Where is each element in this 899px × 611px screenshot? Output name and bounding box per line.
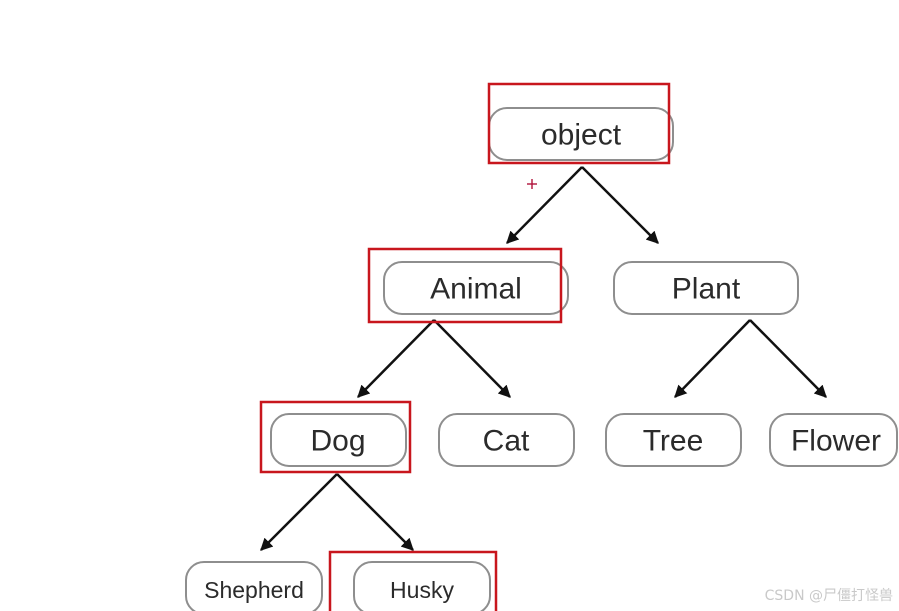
node-animal-label: Animal — [430, 273, 522, 306]
node-shepherd-box — [185, 561, 323, 611]
node-object-label: object — [541, 119, 622, 152]
node-animal-box — [383, 261, 569, 315]
highlight-animal — [367, 247, 563, 324]
node-flower: Flower — [769, 413, 898, 467]
node-cat-box — [438, 413, 575, 467]
edge-object-animal — [506, 166, 583, 244]
node-tree: Tree — [605, 413, 742, 467]
edge-plant-flower — [749, 319, 827, 398]
edge-dog-shepherd — [260, 473, 338, 551]
node-husky-box — [353, 561, 491, 611]
node-dog: Dog — [270, 413, 407, 467]
node-husky: Husky — [353, 561, 491, 611]
highlight-dog — [259, 400, 412, 474]
node-tree-label: Tree — [643, 425, 704, 458]
watermark: CSDN @尸僵打怪兽 — [764, 588, 893, 604]
node-husky-label: Husky — [390, 577, 454, 603]
node-cat: Cat — [438, 413, 575, 467]
edge-animal-cat — [433, 319, 511, 398]
node-plant: Plant — [613, 261, 799, 315]
node-object: object — [488, 107, 674, 161]
highlight-boxes — [259, 82, 671, 611]
edge-object-plant — [581, 166, 659, 244]
node-dog-label: Dog — [310, 425, 365, 458]
node-cat-label: Cat — [483, 425, 530, 458]
highlight-object — [487, 82, 671, 165]
edges — [260, 166, 827, 551]
node-tree-box — [605, 413, 742, 467]
node-flower-box — [769, 413, 898, 467]
node-dog-box — [270, 413, 407, 467]
crosshair-cursor-icon — [527, 179, 537, 189]
node-animal: Animal — [383, 261, 569, 315]
node-flower-label: Flower — [791, 425, 881, 458]
edge-dog-husky — [336, 473, 414, 551]
node-shepherd: Shepherd — [185, 561, 323, 611]
node-plant-box — [613, 261, 799, 315]
highlight-husky — [328, 550, 498, 611]
node-shepherd-label: Shepherd — [204, 577, 304, 603]
edge-animal-dog — [357, 319, 435, 398]
edge-plant-tree — [674, 319, 751, 398]
node-plant-label: Plant — [672, 273, 741, 306]
